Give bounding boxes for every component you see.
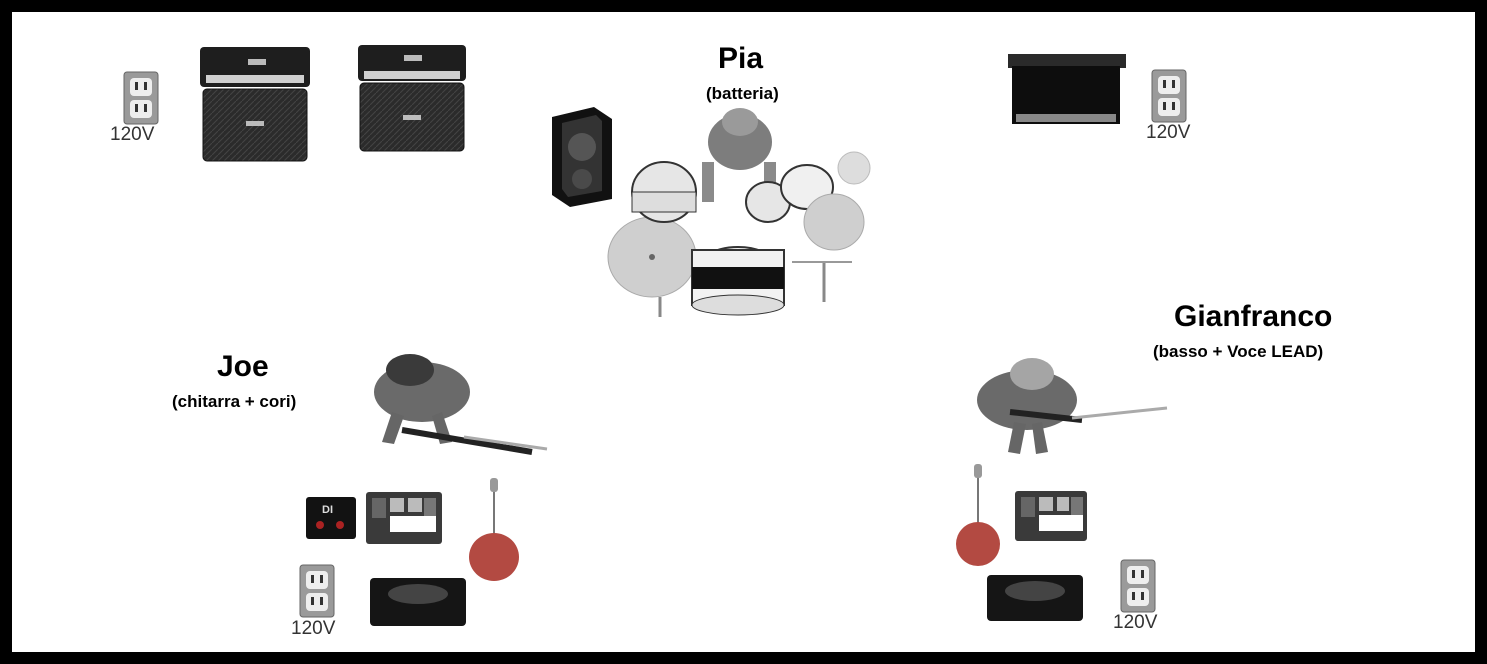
- musician-name-pia: Pia: [718, 42, 764, 75]
- pedalboard-icon: [1015, 491, 1087, 541]
- power-outlet-icon: [123, 71, 159, 125]
- stage-plot: DI: [12, 12, 1475, 652]
- guitar-amp-icon: [358, 45, 466, 152]
- outlet-voltage-label: 120V: [1146, 122, 1191, 143]
- microphone-stand-icon: [956, 464, 1000, 566]
- guitarist-joe-figure: [374, 354, 548, 455]
- guitar-amp-icon: [200, 47, 310, 162]
- power-outlet-icon: [1120, 559, 1156, 613]
- di-box-label: DI: [322, 504, 333, 516]
- pedalboard-icon: [366, 492, 442, 544]
- power-outlet-icon: [299, 564, 335, 618]
- musician-name-joe: Joe: [217, 350, 269, 383]
- bassist-gianfranco-figure: [977, 358, 1168, 454]
- musician-name-gianfranco: Gianfranco: [1174, 300, 1333, 333]
- outlet-voltage-label: 120V: [291, 618, 336, 639]
- stage-plot-graphics: DI: [123, 45, 1187, 626]
- outlet-voltage-label: 120V: [1113, 612, 1158, 633]
- monitor-wedge-icon: [370, 578, 466, 626]
- drum-kit-icon: [607, 108, 871, 317]
- outlet-voltage-label: 120V: [110, 124, 155, 145]
- monitor-wedge-icon: [987, 575, 1083, 621]
- bass-amp-icon: [1008, 54, 1126, 124]
- di-box-icon: DI: [306, 497, 356, 539]
- musician-role-pia: (batteria): [706, 84, 779, 103]
- musician-role-gianfranco: (basso + Voce LEAD): [1153, 342, 1324, 361]
- power-outlet-icon: [1151, 69, 1187, 123]
- drum-monitor-speaker-icon: [552, 107, 612, 207]
- microphone-stand-icon: [469, 478, 519, 581]
- musician-role-joe: (chitarra + cori): [172, 392, 297, 411]
